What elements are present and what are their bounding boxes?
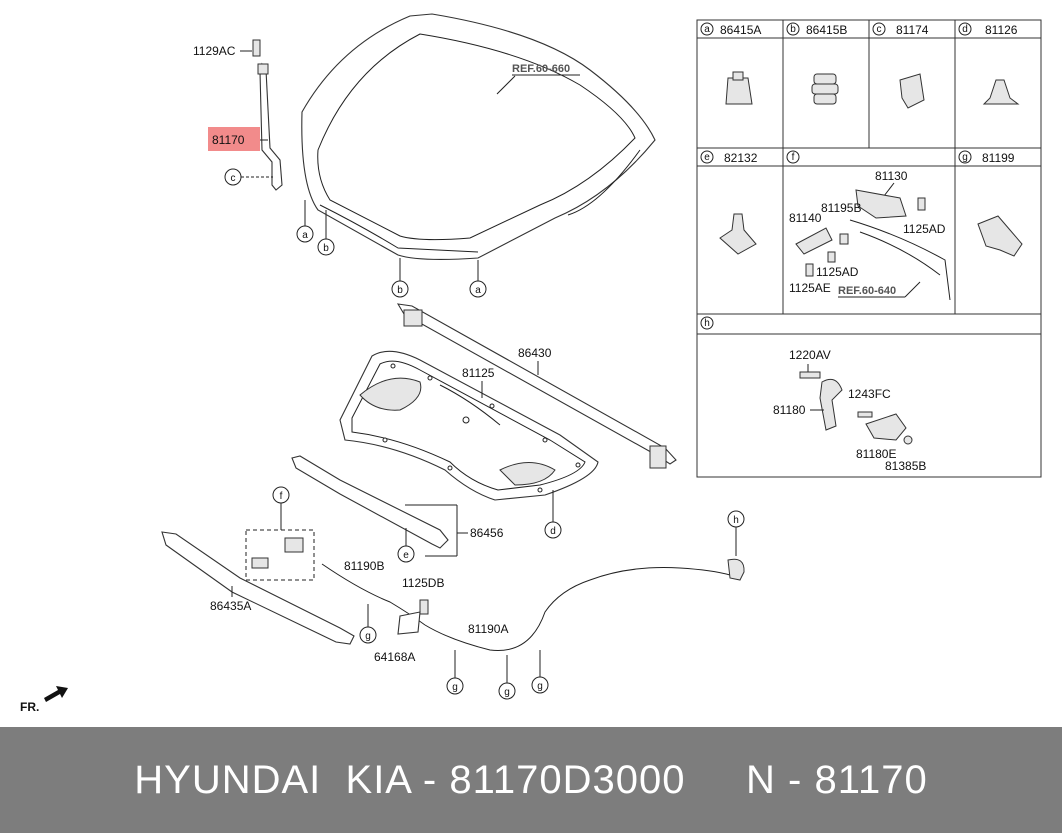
handle-label: 81180 xyxy=(773,403,806,417)
svg-text:g: g xyxy=(537,681,543,692)
legend-cell-c: c 81174 xyxy=(872,22,929,109)
svg-text:d: d xyxy=(550,526,556,537)
seal-lower-strip xyxy=(161,531,355,645)
svg-text:f: f xyxy=(792,152,795,163)
part-81195b-label: 81195B xyxy=(821,201,861,215)
handle-nut-label: 81385B xyxy=(885,459,926,473)
strut-part-highlight xyxy=(208,127,260,151)
callout-a-hood-left: a xyxy=(296,225,314,243)
latch-bolt-mid-label: 1125AD xyxy=(816,265,859,279)
seal-front-label: 86456 xyxy=(470,526,504,540)
svg-text:c: c xyxy=(877,24,882,35)
callout-b-hood-left: b xyxy=(317,238,335,256)
latch-small xyxy=(251,537,304,569)
callout-c-strut: c xyxy=(224,168,242,186)
bracket-label: 64168A xyxy=(374,650,415,664)
callout-g-cable-d: g xyxy=(531,676,549,694)
cable-main-label: 81190A xyxy=(468,622,508,636)
svg-text:e: e xyxy=(704,152,710,163)
callout-e-seal: e xyxy=(397,545,415,563)
latch-label: 81130 xyxy=(875,169,908,183)
svg-text:a: a xyxy=(302,230,308,241)
callout-d-insulator: d xyxy=(544,521,562,539)
hood-seal-rear xyxy=(396,303,677,469)
pad-label: 86430 xyxy=(518,346,552,360)
bolt-bracket-label: 1125DB xyxy=(402,576,444,590)
svg-text:81126: 81126 xyxy=(985,23,1018,37)
handle-screw-label: 1243FC xyxy=(848,387,891,401)
ref-hood-label: REF.60-660 xyxy=(512,63,570,75)
svg-text:81199: 81199 xyxy=(982,151,1015,165)
front-indicator-label: FR. xyxy=(20,700,39,714)
part-number-banner: HYUNDAI KIA - 81170D3000 N - 81170 xyxy=(0,727,1062,833)
svg-text:g: g xyxy=(962,152,968,163)
legend-cell-h: h 1220AV 81180 1243FC 81180E 81385B xyxy=(700,316,926,473)
svg-text:f: f xyxy=(280,491,283,502)
hood-strut xyxy=(252,39,283,191)
svg-text:a: a xyxy=(704,24,710,35)
svg-text:g: g xyxy=(452,682,458,693)
callout-a-hood-front: a xyxy=(469,280,487,298)
strut-part-label: 81170 xyxy=(212,133,245,147)
strut-bolt-label: 1129AC xyxy=(193,44,236,58)
callout-g-cable-a: g xyxy=(359,626,377,644)
hood-seal-front xyxy=(291,455,449,549)
legend-cell-a: a 86415A xyxy=(700,22,761,105)
svg-text:h: h xyxy=(704,318,710,329)
svg-text:b: b xyxy=(397,285,403,296)
release-cable xyxy=(321,563,731,652)
front-arrow-icon xyxy=(44,686,68,702)
bracket xyxy=(397,599,429,635)
legend-cell-f: f 81130 1125AD 81195B 81140 1125AD 1125A… xyxy=(786,150,951,301)
legend-cell-g: g 81199 xyxy=(958,150,1023,257)
svg-text:e: e xyxy=(403,550,409,561)
svg-text:h: h xyxy=(733,515,739,526)
handle-bolt-label: 1220AV xyxy=(789,348,831,362)
legend-grid xyxy=(696,19,1042,478)
legend-cell-b: b 86415B xyxy=(786,22,847,105)
insulator-label: 81125 xyxy=(462,366,495,380)
svg-text:82132: 82132 xyxy=(724,151,758,165)
svg-text:a: a xyxy=(475,285,481,296)
part-81140-label: 81140 xyxy=(789,211,822,225)
svg-text:c: c xyxy=(231,173,236,184)
ref-latch-label: REF.60-640 xyxy=(838,285,896,297)
latch-bolt-low-label: 1125AE xyxy=(789,281,831,295)
svg-text:g: g xyxy=(365,631,371,642)
callout-g-cable-c: g xyxy=(498,682,516,700)
legend-cell-d: d 81126 xyxy=(958,22,1020,105)
svg-text:86415B: 86415B xyxy=(806,23,847,37)
seal-lower-label: 86435A xyxy=(210,599,251,613)
callout-h-handle: h xyxy=(727,510,745,528)
handle-lever-label: 81180E xyxy=(856,447,896,461)
hood-panel xyxy=(301,13,656,260)
svg-text:g: g xyxy=(504,687,510,698)
parts-diagram: REF.60-660 a b b a 1129AC 81170 c 8 xyxy=(20,13,1042,714)
svg-text:b: b xyxy=(790,24,796,35)
callout-b-hood-front: b xyxy=(391,280,409,298)
hood-insulator xyxy=(339,350,599,501)
cable-front-label: 81190B xyxy=(344,559,384,573)
release-handle xyxy=(727,558,745,581)
svg-text:86415A: 86415A xyxy=(720,23,761,37)
callout-f-latch: f xyxy=(272,486,290,504)
callout-g-cable-b: g xyxy=(446,677,464,695)
svg-text:b: b xyxy=(323,243,329,254)
svg-text:d: d xyxy=(962,24,968,35)
svg-text:81174: 81174 xyxy=(896,23,929,37)
latch-bolt-top-label: 1125AD xyxy=(903,222,946,236)
legend-cell-e: e 82132 xyxy=(700,150,758,255)
